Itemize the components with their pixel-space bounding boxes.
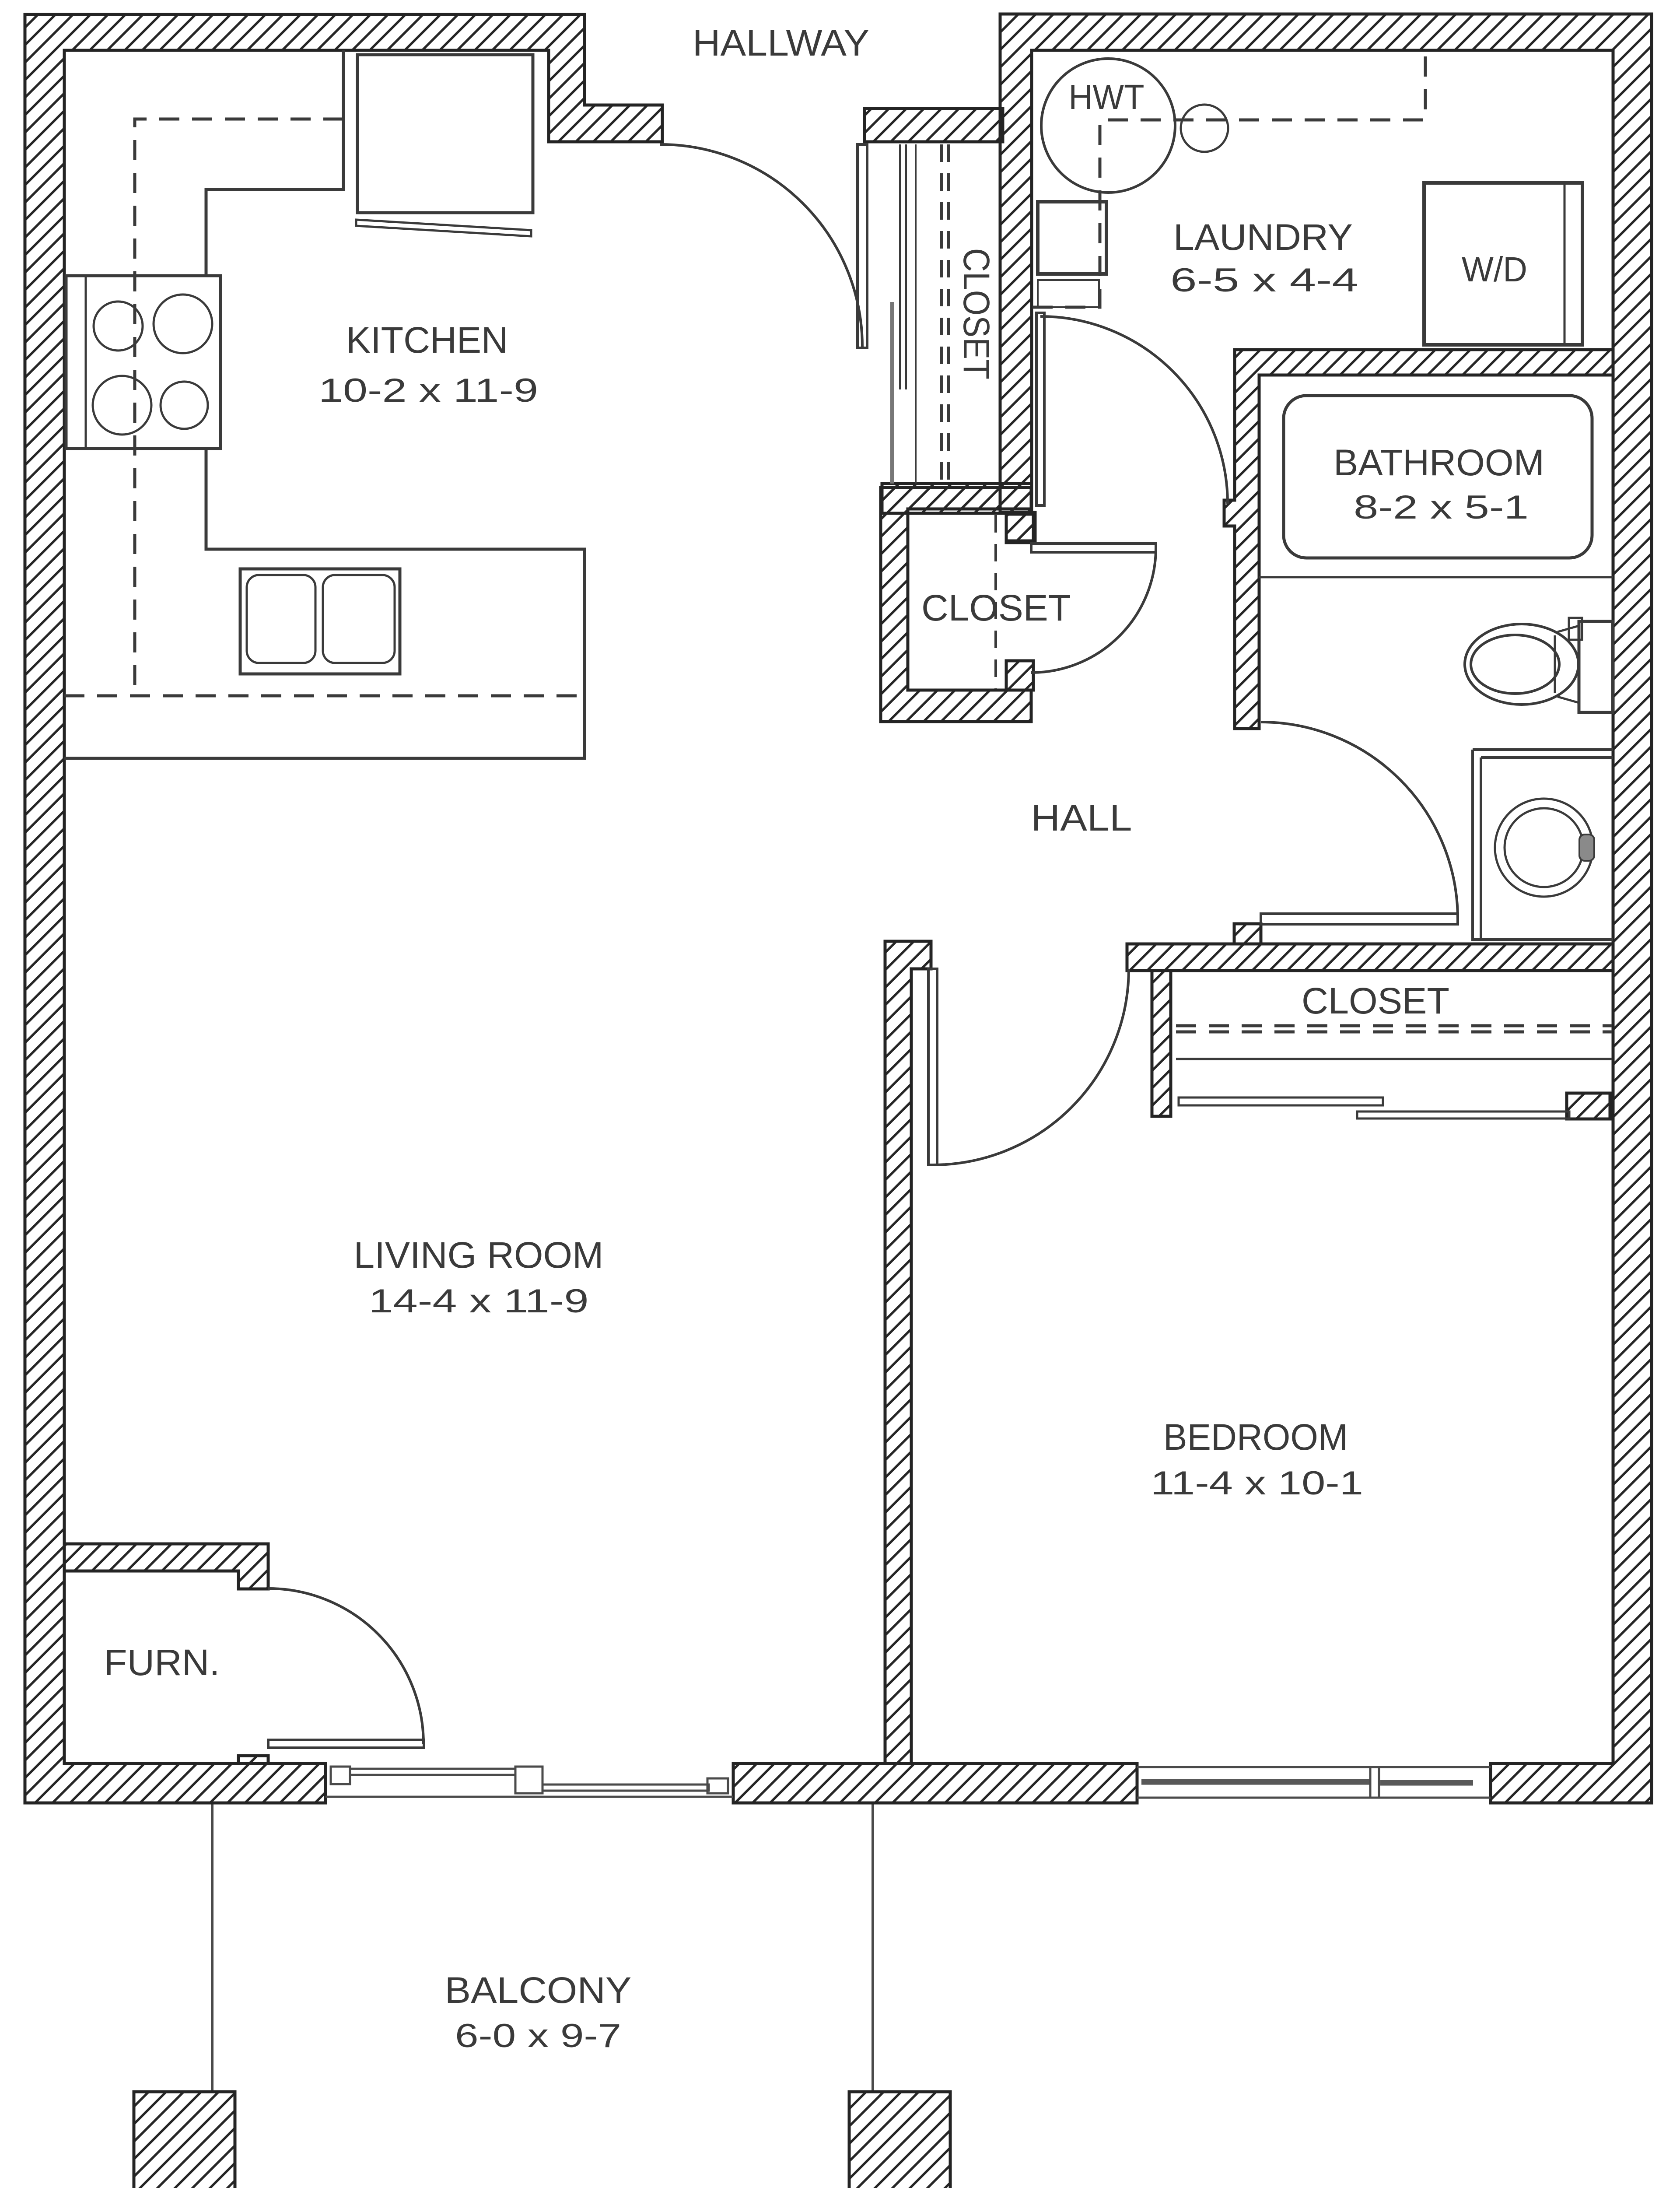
svg-text:BATHROOM: BATHROOM: [1334, 442, 1544, 483]
svg-text:8-2 x 5-1: 8-2 x 5-1: [1354, 489, 1529, 526]
svg-text:LIVING ROOM: LIVING ROOM: [354, 1234, 604, 1276]
svg-text:FURN.: FURN.: [104, 1642, 220, 1683]
svg-text:LAUNDRY: LAUNDRY: [1173, 217, 1353, 258]
svg-text:BEDROOM: BEDROOM: [1163, 1417, 1348, 1458]
svg-text:6-5 x 4-4: 6-5 x 4-4: [1170, 262, 1358, 299]
svg-text:10-2 x 11-9: 10-2 x 11-9: [318, 372, 538, 409]
svg-text:11-4 x 10-1: 11-4 x 10-1: [1151, 1465, 1363, 1502]
svg-text:CLOSET: CLOSET: [1302, 980, 1449, 1021]
svg-text:CLOSET: CLOSET: [956, 248, 997, 379]
svg-text:HWT: HWT: [1069, 77, 1144, 116]
svg-text:KITCHEN: KITCHEN: [346, 319, 508, 361]
svg-text:CLOSET: CLOSET: [921, 587, 1071, 628]
svg-text:HALL: HALL: [1031, 797, 1132, 838]
svg-text:HALLWAY: HALLWAY: [693, 22, 869, 63]
svg-text:BALCONY: BALCONY: [445, 1970, 632, 2011]
svg-text:6-0 x 9-7: 6-0 x 9-7: [455, 2017, 621, 2055]
svg-text:14-4 x 11-9: 14-4 x 11-9: [369, 1283, 589, 1320]
svg-text:W/D: W/D: [1462, 250, 1527, 289]
